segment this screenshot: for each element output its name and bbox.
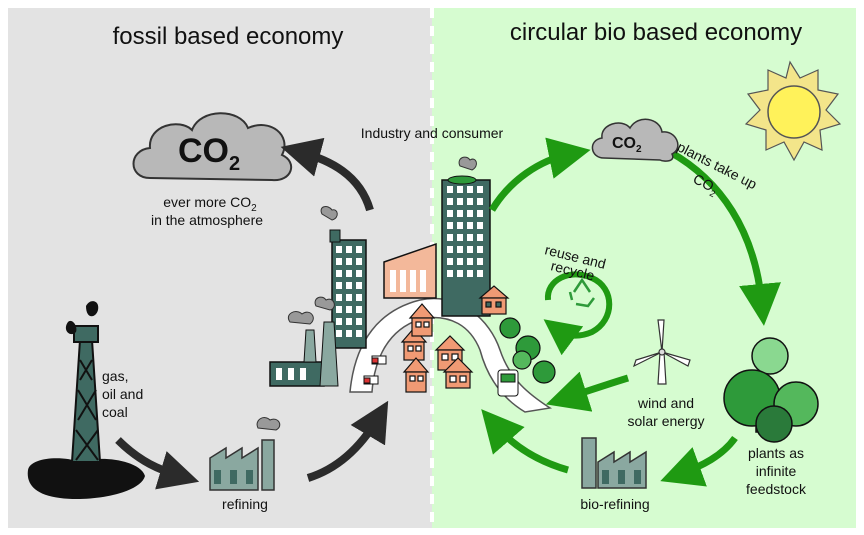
- skyscraper-center-icon: [441, 156, 491, 317]
- vehicles-icon: [363, 355, 519, 397]
- arrow-oil-to-refining: [115, 437, 200, 490]
- arrow-plants-to-biorefining: [660, 435, 738, 487]
- fuel-text-3: coal: [102, 404, 128, 420]
- skyscraper-left-icon: [320, 206, 367, 349]
- fossil-title: fossil based economy: [113, 23, 344, 50]
- hall-building-icon: [383, 242, 437, 299]
- fuel-text-1: gas,: [102, 368, 128, 384]
- sun-icon: [744, 60, 842, 162]
- arrow-industry-to-co2-green: [488, 137, 591, 212]
- fossil-panel: [8, 8, 432, 528]
- plants-text-2: infinite: [756, 463, 797, 479]
- co2-cloud-small-icon: CO2: [591, 118, 679, 162]
- plants-text-1: plants as: [748, 445, 804, 461]
- biorefining-label: bio-refining: [580, 496, 649, 512]
- forest-icon: [723, 337, 819, 443]
- arrow-energy-to-city: [545, 371, 630, 412]
- wind-text-2: solar energy: [627, 413, 704, 429]
- biorefinery-icon: [581, 437, 647, 489]
- houses-icon: [400, 285, 510, 393]
- arrow-reuse-recycle: [543, 271, 613, 356]
- arrow-industry-to-co2: [280, 137, 374, 212]
- wind-turbine-icon: [632, 319, 691, 385]
- atmosphere-text-1: ever more CO2: [163, 194, 257, 214]
- refining-label: refining: [222, 496, 268, 512]
- factory-left-icon: [269, 296, 339, 387]
- arrow-biorefining-to-city: [481, 409, 569, 474]
- recycle-icon: [568, 277, 595, 308]
- atmosphere-text-2: in the atmosphere: [151, 212, 263, 228]
- co2-small-label: CO2: [612, 135, 642, 155]
- oil-derrick-icon: [27, 301, 146, 500]
- arrow-refining-to-industry: [306, 400, 389, 482]
- fuel-text-2: oil and: [102, 386, 143, 402]
- bio-title: circular bio based economy: [510, 19, 802, 46]
- plants-text-3: feedstock: [746, 481, 807, 497]
- co2-large-label: CO2: [178, 132, 240, 175]
- arrow-co2-to-plants: [668, 148, 781, 326]
- industry-label: Industry and consumer: [361, 125, 504, 141]
- refinery-icon: [209, 417, 281, 491]
- wind-text-1: wind and: [637, 395, 694, 411]
